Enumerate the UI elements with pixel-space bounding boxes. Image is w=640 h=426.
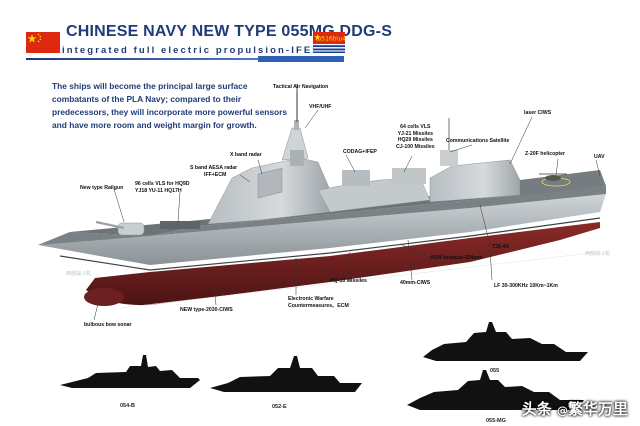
- label-comm-sat: Communications Satellite: [446, 138, 510, 144]
- silhouette-055: [423, 322, 588, 361]
- caption-055: 055: [490, 368, 500, 374]
- label-vls-64-line1: 64 cells VLS: [400, 124, 431, 130]
- label-asw-torpedo: ASW torpedo-324mm: [430, 255, 483, 261]
- label-laser-ciws: laser CIWS: [524, 110, 552, 116]
- label-codag-ifep: CODAG+IFEP: [343, 149, 377, 155]
- silhouette-054b: [60, 355, 200, 388]
- caption-052e: 052-E: [272, 404, 287, 410]
- label-vhf-uhf: VHF/UHF: [309, 104, 332, 110]
- page-title: CHINESE NAVY NEW TYPE 055MG DDG-S: [66, 23, 393, 40]
- label-vls-96-line1: 96 cells VLS for HQ9D: [135, 181, 190, 187]
- label-tactical-air-nav: Tactical Air Navigation: [273, 84, 329, 90]
- label-yj18: YJ18 YU-11 HQ17H: [135, 187, 182, 194]
- label-lf-sonar: LF 30-300KHz 10Km~1Km: [494, 283, 558, 289]
- label-uav: UAV: [594, 154, 605, 160]
- silhouette-052e: [210, 356, 362, 392]
- label-t26-4a: T26-4A: [492, 244, 510, 250]
- credit-prefix: 头条: [521, 400, 552, 418]
- label-electronic-warfare: Electronic Warfare Countermeasures、ECM: [288, 296, 349, 309]
- label-iff-ecm: IFF+ECM: [204, 171, 227, 178]
- label-bow-sonar: bulbous bow sonar: [84, 322, 132, 328]
- credit-at: @: [556, 404, 568, 417]
- label-yj21: YJ-21 Missiles: [397, 130, 434, 137]
- watermark-left: 西部战斗机: [66, 271, 92, 277]
- label-z20f-helicopter: Z-20F helicopter: [525, 151, 566, 157]
- label-hq10: HQ-10 Missiles: [330, 278, 367, 284]
- caption-054b: 054-B: [120, 403, 135, 409]
- credit-watermark: 头条 @繁华万里: [522, 398, 628, 419]
- title-underline: [26, 56, 344, 62]
- page-subtitle: integrated full electric propulsion-IFEP: [62, 45, 321, 56]
- label-hq29: HQ29 Missiles: [397, 137, 433, 143]
- svg-text:\u516b\u4e00: \u516b\u4e00: [315, 36, 345, 43]
- label-s-band-radar: S band AESA radar IFF+ECM: [190, 165, 237, 178]
- navy-ensign-icon: \u516b\u4e00: [313, 32, 345, 53]
- label-ew-line2: Countermeasures、ECM: [288, 302, 349, 309]
- label-railgun: New type Railgun: [80, 185, 124, 191]
- label-s-band-line1: S band AESA radar: [190, 165, 238, 171]
- label-ciws-40: 40mm-CIWS: [400, 280, 431, 286]
- label-vls-96: 96 cells VLS for HQ9D YJ18 YU-11 HQ17H: [135, 181, 190, 194]
- watermark-right: 西部战斗机: [585, 251, 611, 257]
- credit-name: 繁华万里: [567, 400, 628, 418]
- china-flag-icon: [26, 32, 60, 53]
- label-ew-line1: Electronic Warfare: [288, 296, 334, 302]
- label-new-ciws: NEW type-2030-CIWS: [180, 307, 233, 313]
- label-vls-64: 64 cells VLS YJ-21 Missiles HQ29 Missile…: [396, 124, 435, 150]
- silhouette-055mg: [407, 370, 584, 410]
- caption-055mg: 055-MG: [486, 418, 506, 424]
- label-x-band-radar: X band radar: [230, 152, 262, 158]
- label-cj100: CJ-100 Missiles: [396, 143, 435, 150]
- intro-paragraph: The ships will become the principal larg…: [52, 81, 288, 130]
